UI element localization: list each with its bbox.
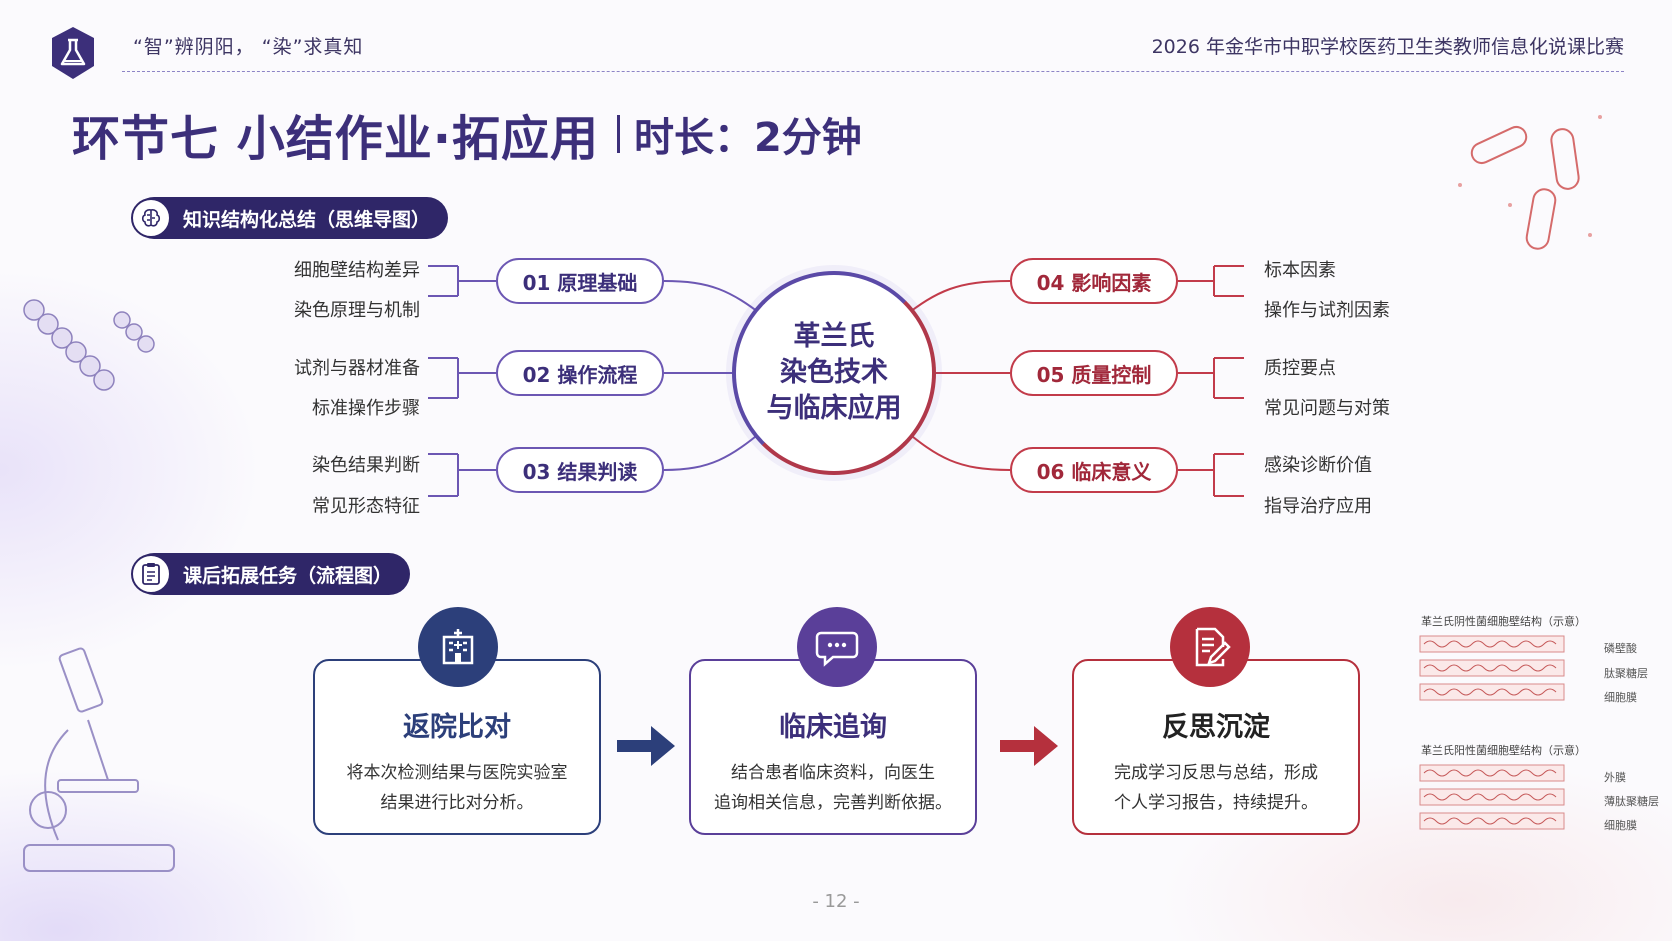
center-line-3: 与临床应用 [766,393,902,424]
diagram-caption: 革兰氏阳性菌细胞壁结构（示意） [1421,744,1586,757]
section-tasks-text: 课后拓展任务（流程图） [183,564,393,587]
chat-icon [797,607,877,687]
leaf-text: 常见形态特征 [312,496,420,517]
diagram-label: 细胞膜 [1604,691,1637,704]
branch-interpretation: 03 结果判读 [496,447,664,493]
center-line-2: 染色技术 [780,357,888,388]
page-number: - 12 - [812,891,860,912]
task-title: 返院比对 [403,712,511,743]
leaf-text: 染色结果判断 [312,455,420,476]
header-divider [122,71,1624,72]
leaf-text: 标准操作步骤 [312,398,420,419]
leaf-text: 操作与试剂因素 [1264,300,1390,321]
section-mindmap-label: 知识结构化总结（思维导图） [131,197,449,239]
task-card-reflection: 反思沉淀 完成学习反思与总结，形成 个人学习报告，持续提升。 [1072,659,1360,835]
task-desc-line: 结果进行比对分析。 [380,793,534,813]
leaf-text: 染色原理与机制 [294,300,420,321]
edit-document-icon [1170,607,1250,687]
task-card-hospital-compare: 返院比对 将本次检测结果与医院实验室 结果进行比对分析。 [313,659,601,835]
diagram-label: 外膜 [1604,771,1626,784]
arrow-right-icon [1000,726,1058,766]
leaf-text: 常见问题与对策 [1264,398,1390,419]
task-desc-line: 结合患者临床资料，向医生 [731,763,935,783]
branch-principle: 01 原理基础 [496,258,664,304]
cell-wall-diagram [1419,635,1565,701]
leaf-text: 质控要点 [1264,358,1336,379]
diagram-caption: 革兰氏阴性菌细胞壁结构（示意） [1421,615,1586,628]
arrow-right-icon [617,726,675,766]
title-duration: 时长：2分钟 [633,115,862,161]
leaf-text: 细胞壁结构差异 [294,260,420,281]
leaf-text: 标本因素 [1264,260,1336,281]
slogan: “智”辨阴阳， “染”求真知 [133,36,364,58]
microscope-decoration-icon [23,647,175,872]
branch-factors: 04 影响因素 [1010,258,1178,304]
branch-quality-control: 05 质量控制 [1010,350,1178,396]
task-desc-line: 追询相关信息，完善判断依据。 [714,793,952,813]
leaf-text: 感染诊断价值 [1264,455,1372,476]
diagram-label: 肽聚糖层 [1604,667,1648,680]
diagram-label: 细胞膜 [1604,819,1637,832]
bacteria-decoration-icon [1458,115,1602,250]
mindmap-center: 革兰氏 染色技术 与临床应用 [732,271,936,475]
title-separator [616,115,620,153]
branch-clinical: 06 临床意义 [1010,447,1178,493]
task-desc-line: 将本次检测结果与医院实验室 [346,763,568,783]
branch-procedure: 02 操作流程 [496,350,664,396]
cocci-decoration-icon [23,299,155,391]
leaf-text: 指导治疗应用 [1264,496,1372,517]
diagram-label: 磷壁酸 [1604,642,1637,655]
section-tasks-label: 课后拓展任务（流程图） [131,553,411,595]
task-title: 反思沉淀 [1162,712,1270,743]
clipboard-icon [131,554,171,594]
flask-logo-icon [52,27,94,79]
leaf-text: 试剂与器材准备 [294,358,420,379]
hospital-icon [418,607,498,687]
section-mindmap-text: 知识结构化总结（思维导图） [183,208,431,231]
task-desc-line: 个人学习报告，持续提升。 [1114,793,1318,813]
diagram-label: 薄肽聚糖层 [1604,795,1659,808]
task-title: 临床追询 [779,712,887,743]
cell-wall-diagram [1419,764,1565,830]
task-desc-line: 完成学习反思与总结，形成 [1114,763,1318,783]
page-title: 环节七 小结作业·拓应用 时长：2分钟 [72,102,862,167]
brain-icon [131,198,171,238]
title-main: 环节七 小结作业·拓应用 [72,111,599,167]
center-line-1: 革兰氏 [793,321,875,352]
task-card-clinical-inquiry: 临床追询 结合患者临床资料，向医生 追询相关信息，完善判断依据。 [689,659,977,835]
competition-title: 2026 年金华市中职学校医药卫生类教师信息化说课比赛 [1151,36,1624,58]
